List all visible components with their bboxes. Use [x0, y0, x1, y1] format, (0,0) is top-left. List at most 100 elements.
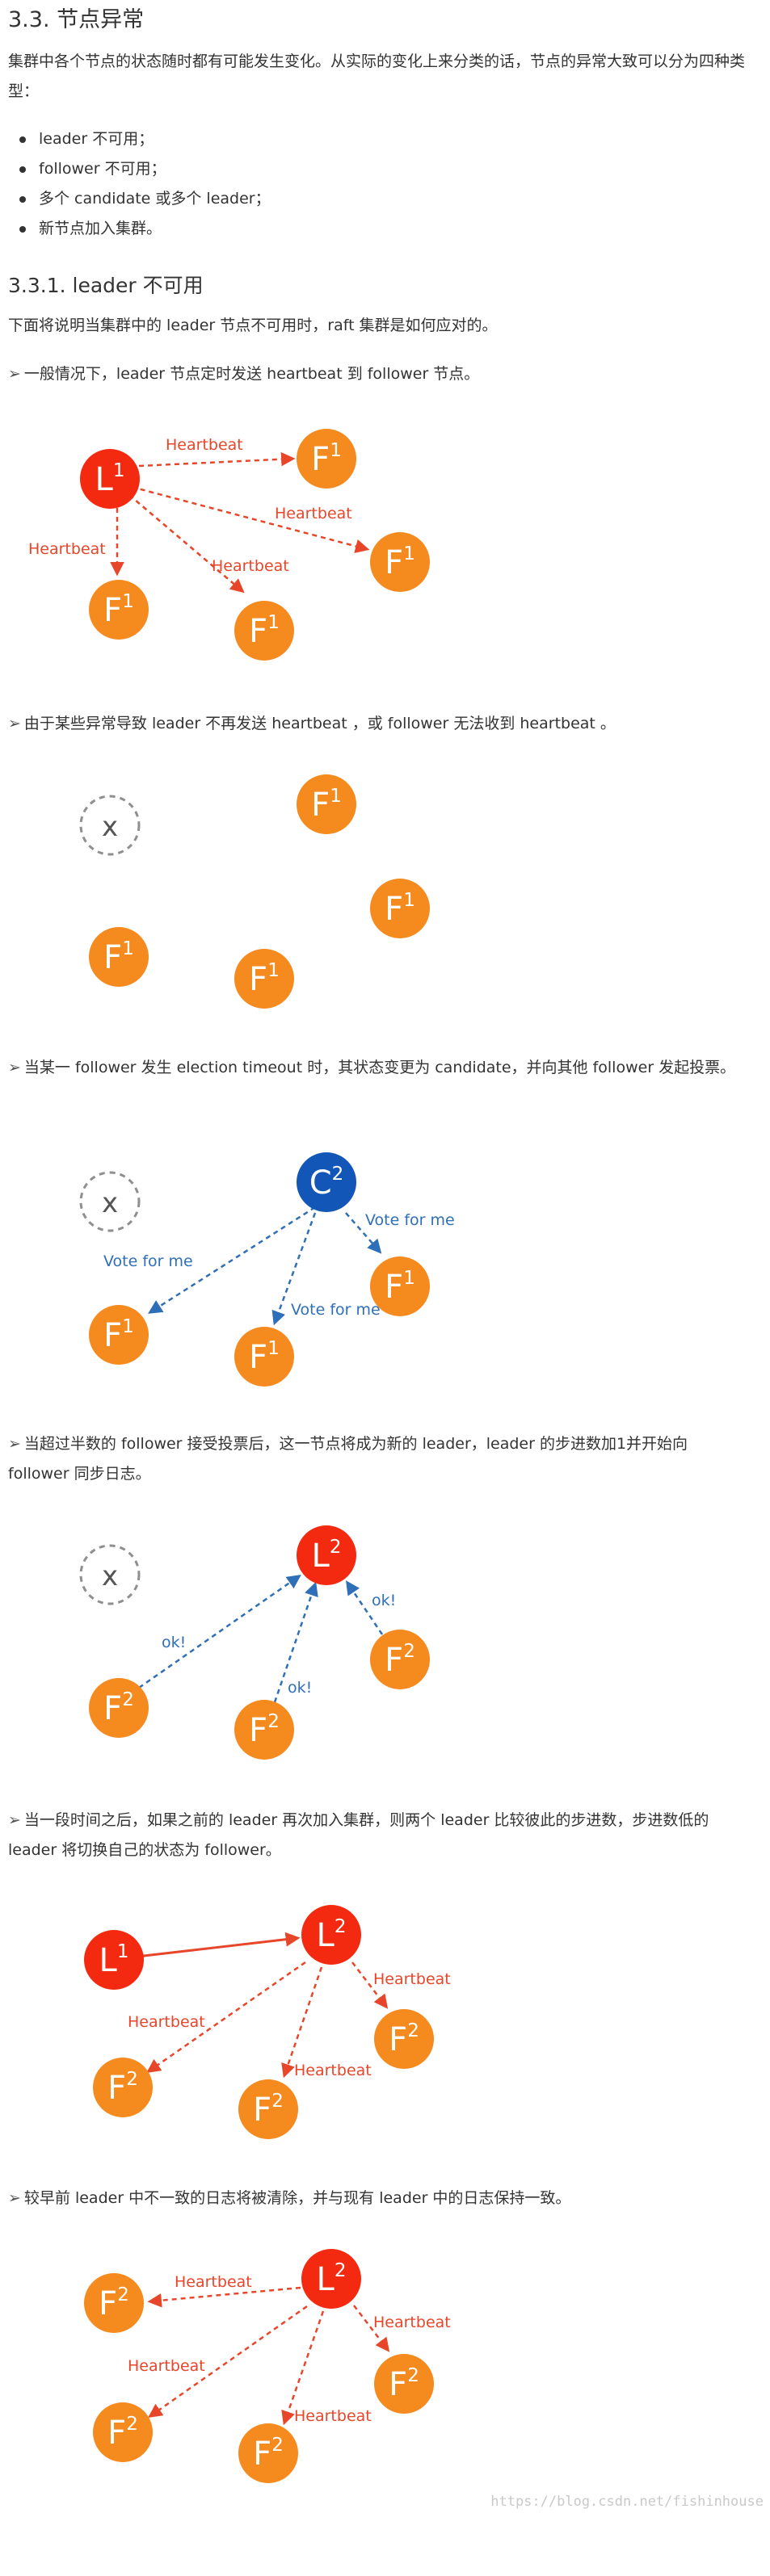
watermark: https://blog.csdn.net/fishinhouse — [490, 2494, 764, 2510]
node-role: F — [103, 1690, 122, 1727]
heartbeat-label: Heartbeat — [294, 2062, 372, 2079]
step-marker-icon: ➢ — [8, 1811, 21, 1829]
svg-text:F1: F1 — [249, 1338, 280, 1376]
svg-text:F2: F2 — [385, 1641, 415, 1679]
heartbeat-arrow — [281, 2310, 325, 2426]
down-mark: x — [102, 811, 118, 843]
node-term: 1 — [403, 543, 415, 564]
heartbeat-arrow — [281, 1966, 323, 2079]
node-role: F — [249, 1712, 267, 1749]
down-leader-node: x — [79, 1171, 141, 1232]
follower-node: F1 — [297, 429, 356, 489]
node-role: F — [311, 787, 330, 824]
down-leader-node: x — [79, 795, 141, 856]
svg-text:F2: F2 — [249, 1711, 280, 1749]
node-term: 2 — [332, 1164, 344, 1185]
node-term: 2 — [271, 2435, 284, 2456]
vote-arrow — [148, 1206, 316, 1314]
list-item: 新节点加入集群。 — [8, 214, 271, 244]
node-role: L — [317, 2261, 335, 2298]
step-5-description: 当一段时间之后，如果之前的 leader 再次加入集群，则两个 leader 比… — [8, 1811, 709, 1859]
heartbeat-arrow — [147, 2286, 301, 2308]
svg-text:F2: F2 — [389, 2020, 419, 2058]
step-marker-icon: ➢ — [8, 365, 21, 383]
list-item: leader 不可用； — [8, 124, 271, 154]
ok-label: ok! — [288, 1679, 312, 1697]
node-role: F — [103, 1317, 122, 1354]
follower-node: F2 — [238, 2423, 298, 2483]
node-term: 1 — [267, 960, 280, 981]
new-leader-diagram: ok! ok! ok! x L2 F2 F2 F2 — [79, 1525, 430, 1760]
node-term: 1 — [117, 1941, 129, 1962]
node-term: 2 — [330, 1537, 342, 1558]
svg-text:F1: F1 — [249, 960, 280, 998]
step-5-text: ➢当一段时间之后，如果之前的 leader 再次加入集群，则两个 leader … — [8, 1806, 751, 1865]
node-role: F — [99, 2285, 117, 2322]
node-term: 1 — [403, 1268, 415, 1289]
section-title: 3.3. 节点异常 — [8, 7, 145, 32]
follower-node: F1 — [370, 1257, 430, 1316]
node-term: 1 — [330, 440, 342, 461]
article-page: 3.3. 节点异常 集群中各个节点的状态随时都有可能发生变化。从实际的变化上来分… — [8, 7, 764, 2510]
svg-text:L2: L2 — [317, 2260, 347, 2298]
node-term: 1 — [403, 890, 415, 911]
step-marker-icon: ➢ — [8, 2189, 21, 2207]
ok-arrow — [138, 1574, 301, 1689]
old-leader-node: L1 — [84, 1930, 144, 1990]
step-6-text: ➢较早前 leader 中不一致的日志将被清除，并与现有 leader 中的日志… — [8, 2184, 751, 2213]
heartbeat-arrow — [138, 451, 296, 468]
follower-node: F1 — [370, 532, 430, 592]
heartbeat-label: Heartbeat — [275, 505, 352, 522]
follower-node: F2 — [370, 1630, 430, 1689]
follower-node: F2 — [84, 2273, 144, 2333]
node-term: 1 — [330, 786, 342, 807]
ok-arrow — [273, 1581, 318, 1703]
node-role: C — [309, 1164, 332, 1202]
leader-conflict-diagram: Heartbeat Heartbeat Heartbeat L1 L2 F2 F… — [84, 1905, 451, 2139]
heartbeat-label: Heartbeat — [128, 2357, 205, 2375]
step-marker-icon: ➢ — [8, 1435, 21, 1453]
follower-node: F2 — [374, 2009, 434, 2069]
follower-node: F1 — [89, 580, 149, 640]
heartbeat-label: Heartbeat — [175, 2273, 252, 2291]
heartbeat-arrow — [128, 494, 245, 594]
node-role: F — [253, 2435, 271, 2473]
step-1-text: ➢一般情况下，leader 节点定时发送 heartbeat 到 followe… — [8, 359, 751, 389]
node-term: 2 — [335, 2260, 347, 2281]
node-role: F — [389, 2021, 407, 2058]
step-2-text: ➢由于某些异常导致 leader 不再发送 heartbeat ，或 follo… — [8, 709, 751, 739]
vote-label: Vote for me — [365, 1211, 455, 1229]
node-term: 2 — [126, 2069, 138, 2090]
svg-text:L2: L2 — [317, 1916, 347, 1954]
svg-text:F1: F1 — [103, 1316, 134, 1354]
follower-node: F1 — [234, 1327, 294, 1387]
step-marker-icon: ➢ — [8, 1059, 21, 1076]
svg-text:F1: F1 — [103, 938, 134, 976]
heartbeat-label: Heartbeat — [373, 1970, 451, 1988]
subsection-intro: 下面将说明当集群中的 leader 节点不可用时，raft 集群是如何应对的。 — [8, 317, 498, 334]
election-diagram: Vote for me Vote for me Vote for me x C2… — [79, 1152, 455, 1387]
ok-label: ok! — [372, 1592, 396, 1609]
svg-text:F1: F1 — [311, 440, 342, 478]
node-term: 2 — [117, 2284, 129, 2305]
node-role: F — [249, 961, 267, 998]
vote-label: Vote for me — [291, 1301, 381, 1319]
svg-text:F1: F1 — [385, 543, 415, 581]
node-term: 2 — [407, 2020, 419, 2041]
node-role: F — [249, 613, 267, 650]
follower-node: F2 — [93, 2058, 153, 2117]
follower-node: F2 — [238, 2079, 298, 2139]
node-role: L — [95, 461, 114, 498]
node-role: F — [103, 939, 122, 976]
node-term: 2 — [407, 2365, 419, 2386]
leader-down-diagram: x F1 F1 F1 F1 — [79, 774, 430, 1009]
node-role: F — [253, 2091, 271, 2129]
ok-arrow — [346, 1580, 384, 1635]
step-3-text: ➢当某一 follower 发生 election timeout 时，其状态变… — [8, 1053, 751, 1083]
follower-node: F2 — [234, 1700, 294, 1760]
leader-node: L2 — [301, 2249, 361, 2309]
log-sync-diagram: Heartbeat Heartbeat Heartbeat Heartbeat … — [84, 2249, 451, 2483]
node-role: F — [311, 441, 330, 478]
node-role: F — [107, 2414, 126, 2452]
node-term: 1 — [267, 612, 280, 633]
